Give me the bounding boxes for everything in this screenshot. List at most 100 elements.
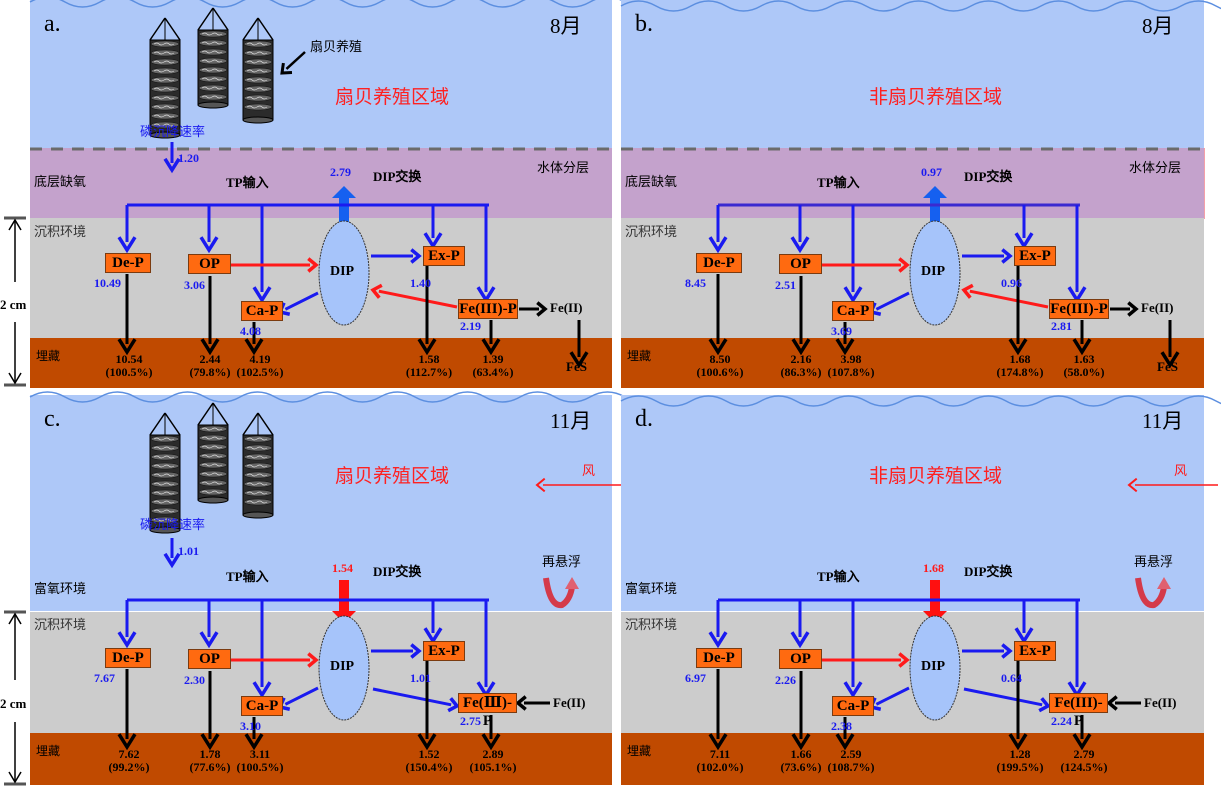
- dip-to-fe3p-arrow: [372, 687, 460, 713]
- pool-box-dep: De-P: [696, 648, 742, 668]
- pool-label: De-P: [112, 650, 144, 666]
- cap-burial-arrow: [244, 322, 264, 356]
- sediment-environment-label: 沉积环境: [34, 617, 87, 632]
- burial-percent: (100.5%): [236, 760, 284, 774]
- tp-to-fe3p-arrow: [1067, 205, 1087, 304]
- pool-box-fe3p: Fe(III)-P: [1049, 299, 1109, 319]
- burial-value: 1.39: [482, 352, 504, 366]
- water-surface-wave: [29, 0, 661, 8]
- fe3p-to-fe2-arrow: [1110, 301, 1139, 317]
- tp-to-op-arrow: [790, 205, 810, 254]
- pool-box-fe3p: Fe(III)-P: [458, 299, 518, 319]
- settling-rate-label: 磷沉降速率: [140, 124, 206, 139]
- dip-exchange-arrow: [923, 186, 947, 225]
- burial-value: 10.54: [115, 352, 143, 366]
- sediment-environment-label: 沉积环境: [625, 617, 678, 632]
- tp-to-cap-arrow: [252, 205, 272, 304]
- tp-input-label: TP输入: [817, 569, 860, 584]
- burial-percent: (100.6%): [696, 365, 744, 379]
- scallop-cage-icon: [149, 17, 181, 139]
- input-flux-value: 2.26: [775, 673, 796, 687]
- depth-scale-bar-icon: [4, 610, 26, 786]
- depth-scale-bottom: 2 cm: [0, 604, 30, 789]
- dip-to-cap-arrow: [277, 291, 319, 316]
- water-column: [30, 395, 612, 611]
- dip-pool-ellipse: [318, 615, 370, 721]
- burial-flux-dep: 10.54(100.5%): [94, 353, 164, 379]
- bottom-hypoxia-label: 底层缺氧: [34, 174, 87, 189]
- panel-label: d.: [635, 406, 653, 432]
- burial-percent: (107.8%): [827, 365, 875, 379]
- burial-label: 埋藏: [36, 349, 61, 363]
- water-surface-wave: [620, 0, 1221, 12]
- cap-burial-arrow: [835, 717, 855, 751]
- settling-rate-label: 磷沉降速率: [140, 517, 206, 532]
- dip-to-fe3p-arrow: [963, 687, 1051, 713]
- tp-to-cap-arrow: [252, 600, 272, 699]
- burial-percent: (58.0%): [1063, 365, 1105, 379]
- burial-value: 1.58: [418, 352, 440, 366]
- fe2-to-fes-arrow: [1160, 320, 1180, 369]
- tp-to-exp-arrow: [1014, 600, 1034, 645]
- pool-label: Fe(Ⅲ)-P: [462, 695, 513, 729]
- burial-value: 2.79: [1073, 747, 1095, 761]
- month-label: 8月: [1142, 14, 1174, 38]
- burial-value: 2.44: [199, 352, 221, 366]
- panel-label: a.: [44, 11, 61, 37]
- dip-to-exp-arrow: [371, 248, 422, 264]
- burial-flux-op: 1.66(73.6%): [766, 748, 836, 774]
- pool-box-cap: Ca-P: [241, 696, 283, 716]
- input-flux-value: 2.24: [1051, 714, 1072, 728]
- resuspension-label: 再悬浮: [1134, 554, 1174, 569]
- burial-flux-cap: 3.11(100.5%): [225, 748, 295, 774]
- region-label: 扇贝养殖区域: [335, 87, 450, 108]
- fe3p-to-dip-arrow: [961, 283, 1049, 309]
- exp-burial-arrow: [417, 661, 437, 751]
- pool-label: Ca-P: [836, 303, 870, 319]
- resuspension-label: 再悬浮: [542, 554, 582, 569]
- op-to-dip-arrow: [821, 257, 910, 273]
- pool-box-exp: Ex-P: [1014, 246, 1056, 266]
- wind-arrow: [1127, 477, 1218, 493]
- input-flux-value: 2.75: [460, 714, 481, 728]
- pool-box-dep: De-P: [105, 648, 151, 668]
- pool-label: De-P: [703, 650, 735, 666]
- burial-value: 8.50: [709, 352, 731, 366]
- month-label: 11月: [1142, 409, 1184, 433]
- fe3p-burial-arrow: [481, 320, 501, 356]
- input-flux-value: 6.97: [685, 671, 706, 685]
- op-burial-arrow: [200, 671, 220, 751]
- pool-box-op: OP: [188, 649, 231, 669]
- oxic-environment-label: 富氧环境: [625, 581, 678, 596]
- dip-to-exp-arrow: [962, 643, 1013, 659]
- pool-label: Fe(III)-P: [1054, 695, 1103, 729]
- dip-label: DIP: [921, 264, 946, 279]
- pool-label: Ca-P: [245, 303, 279, 319]
- burial-percent: (108.7%): [827, 760, 875, 774]
- dip-label: DIP: [330, 264, 355, 279]
- fe3p-burial-arrow: [481, 715, 501, 751]
- wind-label: 风: [582, 463, 596, 478]
- burial-value: 7.11: [709, 747, 731, 761]
- region-label: 非扇贝养殖区域: [869, 466, 1003, 487]
- pool-label: De-P: [703, 255, 735, 271]
- settling-rate-value: 1.20: [178, 151, 199, 165]
- pool-box-exp: Ex-P: [1014, 641, 1056, 661]
- scallop-cage-icon: [242, 412, 274, 519]
- pool-label: De-P: [112, 255, 144, 271]
- scallop-cage-icon: [149, 412, 181, 534]
- pool-box-op: OP: [779, 254, 822, 274]
- op-to-dip-arrow: [230, 257, 319, 273]
- pool-label: Fe(III)-P: [459, 301, 517, 317]
- flux-diagram: [620, 0, 1221, 369]
- resuspension-arrow-icon: [1135, 577, 1171, 609]
- dip-exchange-value: 2.79: [330, 165, 351, 179]
- burial-flux-exp: 1.68(174.8%): [985, 353, 1055, 379]
- input-flux-value: 0.96: [1001, 276, 1022, 290]
- scallop-cage-icon: [242, 17, 274, 124]
- stratification-label: 水体分层: [537, 160, 590, 175]
- depth-scale-label: 2 cm: [0, 696, 27, 711]
- oxic-environment-label: 富氧环境: [34, 581, 87, 596]
